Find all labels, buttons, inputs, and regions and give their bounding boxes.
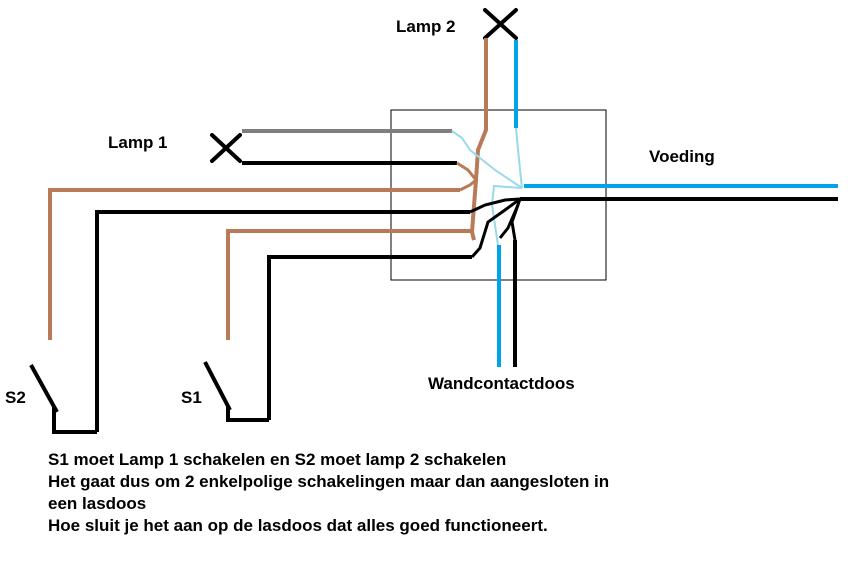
box-connections-light-blue: [451, 127, 523, 246]
question-line-1: S1 moet Lamp 1 schakelen en S2 moet lamp…: [48, 450, 507, 469]
s2-label: S2: [5, 388, 26, 407]
s1-switch-icon: [203, 361, 269, 422]
question-line-3: een lasdoos: [48, 494, 147, 513]
box-connections-black: [469, 197, 522, 258]
socket-label: Wandcontactdoos: [428, 374, 575, 393]
question-line-4: Hoe sluit je het aan op de lasdoos dat a…: [48, 516, 548, 535]
s2-switch-icon: [29, 364, 97, 434]
s1-wire-black: [267, 255, 472, 420]
s1-label: S1: [181, 388, 202, 407]
lamp-2-icon: [483, 8, 518, 40]
lamp-2-label: Lamp 2: [396, 17, 456, 36]
lamp-1-icon: [210, 133, 242, 163]
question-text: S1 moet Lamp 1 schakelen en S2 moet lamp…: [48, 449, 748, 537]
s1-wire-brown: [226, 229, 472, 340]
s2-wire-brown: [48, 188, 460, 340]
s2-wire-black: [95, 210, 470, 432]
question-line-2: Het gaat dus om 2 enkelpolige schakeling…: [48, 472, 610, 491]
box-connections-brown: [456, 161, 478, 241]
supply-label: Voeding: [649, 147, 715, 166]
lamp-1-label: Lamp 1: [108, 133, 168, 152]
